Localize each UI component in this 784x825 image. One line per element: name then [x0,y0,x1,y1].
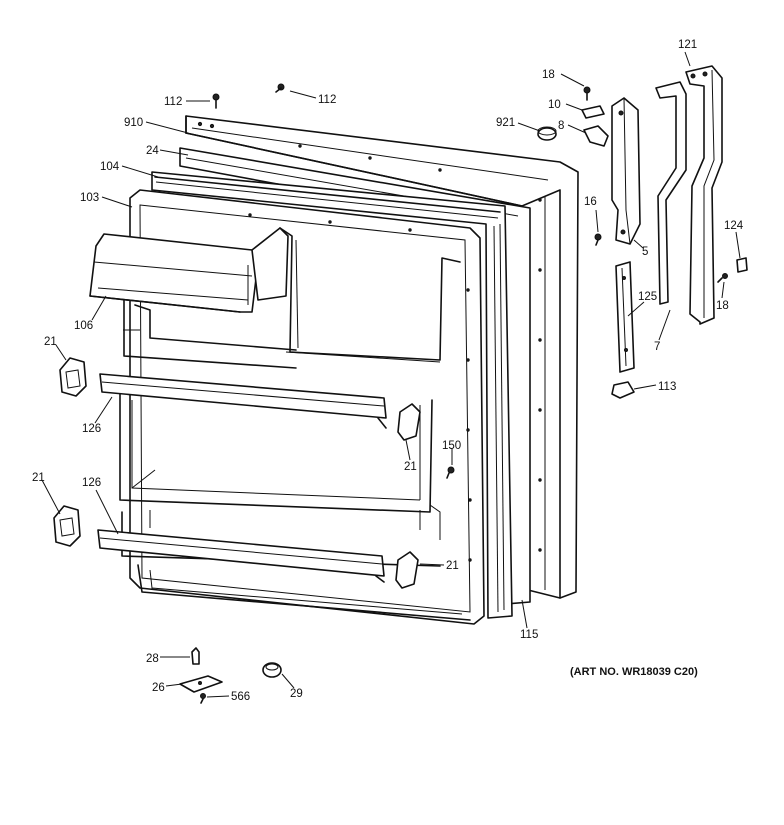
shelf-support-inner-upper [397,403,421,441]
leader-lines [41,51,741,698]
label-18-top: 18 [542,69,555,81]
shelf-support-inner-lower [395,551,419,589]
cam-28 [191,647,200,665]
label-26: 26 [152,682,165,694]
label-21-inner-upper: 21 [404,461,417,473]
label-8: 8 [558,120,564,132]
label-103: 103 [80,192,99,204]
door-handle [685,65,723,325]
outer-door-panel [185,115,579,599]
door-handle-trim [655,81,687,305]
label-5: 5 [642,246,648,258]
art-number: (ART NO. WR18039 C20) [570,666,698,678]
label-18-side: 18 [716,300,729,312]
label-112-left: 112 [164,96,182,108]
screw-566 [200,693,206,704]
label-124: 124 [724,220,744,232]
cam-plate-26 [179,675,223,693]
part-labels: 121 18 10 921 8 112 112 910 24 104 103 1… [32,39,744,703]
cap-921 [537,126,557,141]
label-10: 10 [548,99,561,111]
stop-113 [611,381,635,399]
door-stop-29 [262,662,282,678]
label-125: 125 [638,291,657,303]
handle-trim-piece [615,261,635,373]
screw-16 [594,233,602,246]
label-21-upper-left: 21 [44,336,57,348]
label-21-lower-left: 21 [32,472,45,484]
dairy-compartment-door [89,227,289,313]
label-921: 921 [496,117,515,129]
shelf-support-end-lower [53,505,81,547]
label-29: 29 [290,688,303,700]
hinge-bracket [611,97,641,245]
label-24: 24 [146,145,159,157]
label-7: 7 [654,341,660,353]
label-910: 910 [124,117,143,129]
hinge-pin-cover-8 [583,125,609,147]
label-121: 121 [678,39,697,51]
label-21-inner-lower: 21 [446,560,459,572]
screw-112-right [275,83,285,93]
label-112-right: 112 [318,94,336,106]
label-104: 104 [100,161,120,173]
shelf-bar-lower [97,529,385,583]
label-16: 16 [584,196,597,208]
shelf-support-end-upper [59,357,87,397]
screw-18-side [717,273,728,283]
label-106: 106 [74,320,93,332]
label-126-lower: 126 [82,477,101,489]
label-115: 115 [520,629,538,641]
screw-18-top [583,86,591,101]
clip-124 [736,257,748,273]
label-113: 113 [658,381,676,393]
label-566: 566 [231,691,250,703]
label-28: 28 [146,653,159,665]
door-gasket [151,171,513,619]
shelf-bar-upper [99,373,387,429]
screw-112-left [212,93,220,109]
label-126-upper: 126 [82,423,101,435]
hinge-shim-10 [581,105,605,119]
screw-150 [446,466,455,479]
label-150: 150 [442,440,461,452]
